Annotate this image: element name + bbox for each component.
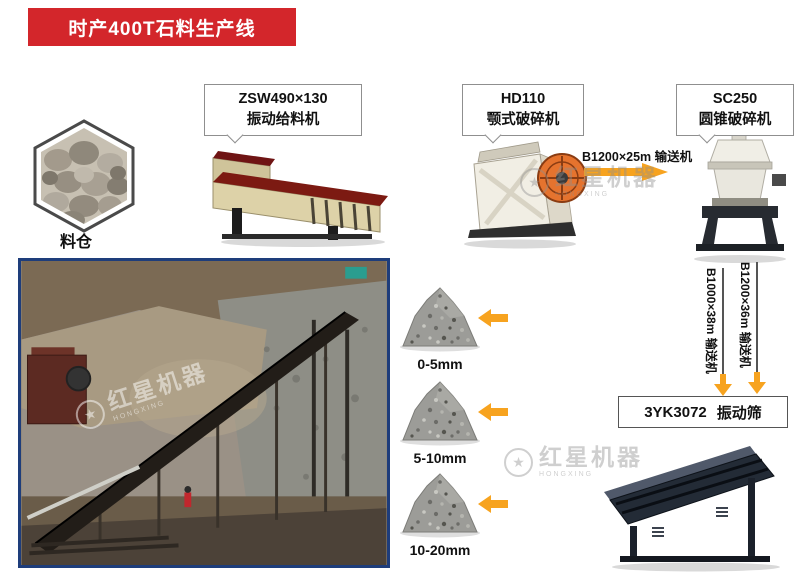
title-banner: 时产400T石料生产线 — [28, 8, 296, 46]
conveyor-label-jaw-to-cone: B1200×25m 输送机 — [582, 150, 693, 164]
star-logo-icon: ★ — [504, 447, 533, 477]
conveyor-line-right — [756, 262, 758, 372]
page-title: 时产400T石料生产线 — [68, 18, 256, 40]
aggregate-pile-5-10mm — [399, 381, 481, 446]
screen-name: 振动筛 — [716, 404, 762, 422]
vibrating-feeder-illustration — [212, 151, 388, 247]
screen-model: 3YK3072 — [644, 403, 707, 421]
site-photo: ★ 红星机器 HONGXING — [18, 258, 390, 568]
pile-label-10-20mm: 10-20mm — [409, 542, 471, 558]
down-arrow-icon — [714, 374, 732, 396]
left-arrow-icon — [478, 403, 508, 421]
quarry-scene — [21, 261, 387, 565]
feeder-name: 振动给料机 — [246, 112, 320, 129]
pile-label-0-5mm: 0-5mm — [417, 356, 463, 372]
conveyor-label-vertical-right: B1200×36m 输送机 — [738, 262, 752, 368]
stock-bin-label: 料仓 — [59, 234, 92, 251]
vibrating-screen-label: 3YK3072 振动筛 — [618, 396, 788, 428]
conveyor-label-vertical-left: B1000×38m 输送机 — [704, 268, 718, 374]
jaw-crusher-callout: HD110 颚式破碎机 — [462, 84, 584, 144]
cone-crusher-illustration — [694, 129, 786, 263]
aggregate-pile-0-5mm — [399, 287, 481, 352]
feeder-callout: ZSW490×130 振动给料机 — [204, 84, 362, 144]
conveyor-line-left — [722, 268, 724, 374]
left-arrow-icon — [478, 309, 508, 327]
left-arrow-icon — [478, 495, 508, 513]
stock-bin-photo-hexagon — [33, 119, 135, 233]
down-arrow-icon — [748, 372, 766, 394]
jaw-name: 颚式破碎机 — [486, 112, 560, 129]
jaw-model: HD110 — [500, 91, 546, 107]
watermark: ★ 红星机器 HONGXING — [520, 166, 659, 198]
cone-model: SC250 — [712, 91, 758, 107]
cone-name: 圆锥破碎机 — [698, 112, 772, 129]
vibrating-screen-illustration — [604, 446, 780, 572]
star-logo-icon: ★ — [520, 167, 549, 197]
watermark: ★ 红星机器 HONGXING — [504, 446, 643, 478]
cone-crusher-callout: SC250 圆锥破碎机 — [676, 84, 794, 144]
pile-label-5-10mm: 5-10mm — [413, 450, 467, 466]
right-arrow-icon — [584, 163, 668, 181]
aggregate-pile-10-20mm — [399, 473, 481, 538]
feeder-model: ZSW490×130 — [238, 91, 328, 107]
